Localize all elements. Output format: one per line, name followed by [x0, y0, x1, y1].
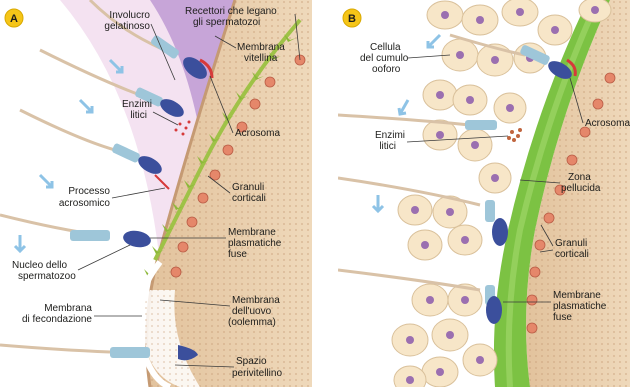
- svg-text:Enzimi: Enzimi: [122, 99, 152, 110]
- svg-text:fuse: fuse: [553, 312, 572, 323]
- svg-text:Spazio: Spazio: [236, 356, 267, 367]
- svg-text:Acrosoma: Acrosoma: [585, 118, 630, 129]
- svg-text:del cumulo: del cumulo: [360, 53, 409, 64]
- svg-text:dell'uovo: dell'uovo: [232, 306, 272, 317]
- svg-text:plasmatiche: plasmatiche: [228, 238, 282, 249]
- svg-text:acrosomico: acrosomico: [59, 198, 111, 209]
- svg-text:Granuli: Granuli: [555, 238, 587, 249]
- svg-text:di fecondazione: di fecondazione: [22, 314, 92, 325]
- svg-text:Cellula: Cellula: [370, 42, 401, 53]
- svg-text:litici: litici: [130, 110, 147, 121]
- svg-text:Involucro: Involucro: [109, 10, 150, 21]
- panel-b-badge-label: B: [348, 13, 356, 25]
- svg-text:fuse: fuse: [228, 249, 247, 260]
- svg-text:gli spermatozoi: gli spermatozoi: [193, 17, 260, 28]
- svg-text:Acrosoma: Acrosoma: [235, 128, 280, 139]
- svg-text:Membrane: Membrane: [553, 290, 601, 301]
- svg-text:Recettori che legano: Recettori che legano: [185, 6, 277, 17]
- svg-text:corticali: corticali: [555, 249, 589, 260]
- panel-a: A Involucro gelatinoso Recettori che leg…: [0, 0, 312, 387]
- svg-text:Zona: Zona: [568, 172, 591, 183]
- svg-text:plasmatiche: plasmatiche: [553, 301, 607, 312]
- svg-text:vitellina: vitellina: [244, 53, 278, 64]
- panel-a-badge-label: A: [10, 13, 18, 25]
- panel-b: B Cellula del cumulo ooforo Acrosoma Enz…: [338, 0, 630, 387]
- svg-text:ooforo: ooforo: [372, 64, 401, 75]
- svg-text:spermatozoo: spermatozoo: [18, 271, 76, 282]
- svg-text:Membrana: Membrana: [237, 42, 285, 53]
- svg-text:(oolemma): (oolemma): [228, 317, 276, 328]
- svg-text:Membrana: Membrana: [232, 295, 280, 306]
- svg-text:litici: litici: [379, 141, 396, 152]
- svg-text:Granuli: Granuli: [232, 182, 264, 193]
- svg-text:corticali: corticali: [232, 193, 266, 204]
- svg-text:perivitellino: perivitellino: [232, 368, 282, 379]
- svg-text:pellucida: pellucida: [561, 183, 601, 194]
- svg-text:gelatinoso: gelatinoso: [104, 21, 150, 32]
- svg-text:Nucleo dello: Nucleo dello: [12, 260, 67, 271]
- svg-text:Membrane: Membrane: [228, 227, 276, 238]
- svg-text:Membrana: Membrana: [44, 303, 92, 314]
- svg-text:Enzimi: Enzimi: [375, 130, 405, 141]
- svg-text:Processo: Processo: [68, 186, 110, 197]
